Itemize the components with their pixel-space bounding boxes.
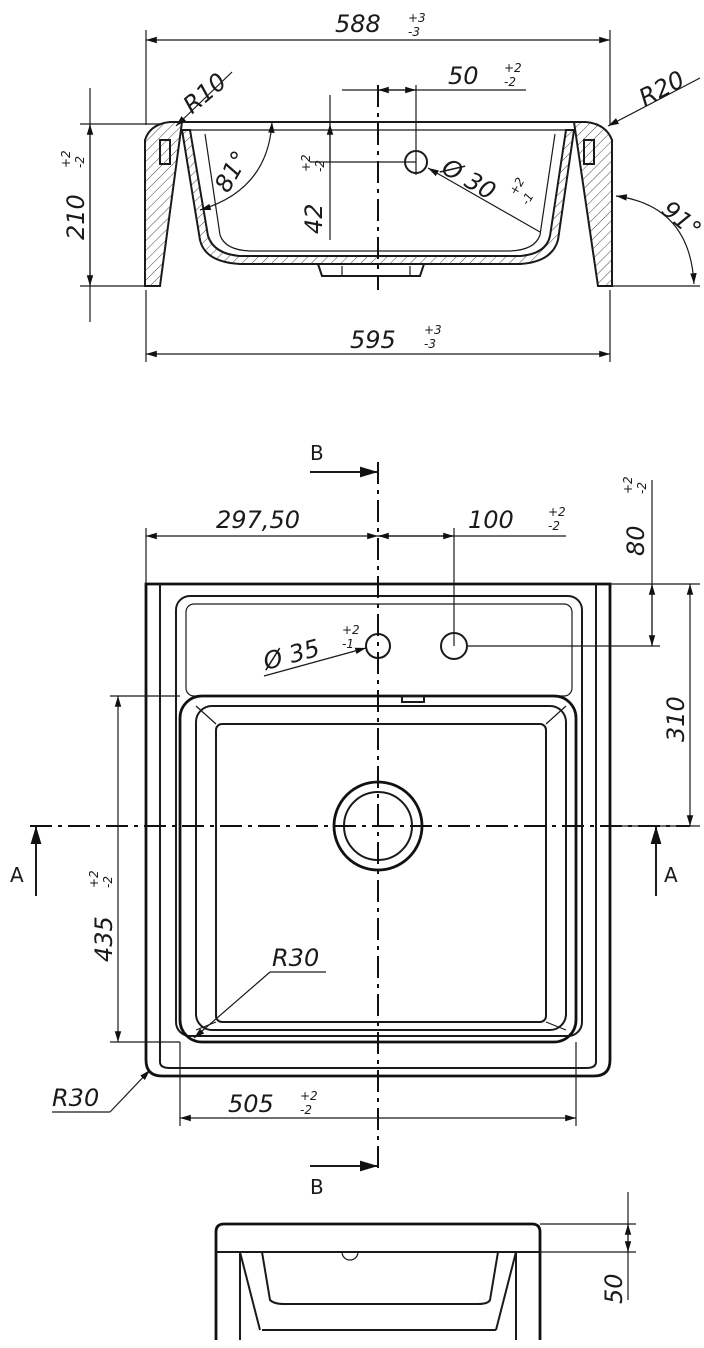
dim-588: 588 — [335, 10, 381, 38]
dim-210: 210 — [62, 194, 90, 240]
svg-text:+3: +3 — [424, 323, 442, 337]
dim-595: 595 — [350, 326, 396, 354]
dim-50-tap: 50 — [448, 62, 479, 90]
radius-r30-inner: R30 — [272, 944, 319, 972]
svg-text:-2: -2 — [300, 1103, 312, 1117]
dim-435: 435 — [90, 916, 118, 962]
svg-text:+2: +2 — [504, 61, 522, 75]
svg-text:+3: +3 — [408, 11, 426, 25]
svg-text:+2: +2 — [621, 476, 635, 494]
svg-text:-2: -2 — [101, 876, 115, 888]
svg-text:+2: +2 — [300, 1089, 318, 1103]
sink-outline — [144, 582, 612, 1078]
svg-text:+2: +2 — [59, 150, 73, 168]
svg-text:-2: -2 — [73, 156, 87, 168]
dim-100: 100 — [468, 506, 514, 534]
bowl-section — [180, 129, 576, 265]
left-wall-section — [144, 121, 184, 287]
section-a-right: A — [664, 863, 678, 887]
dim-dia-35: Ø 35 — [259, 634, 322, 676]
dim-42: 42 — [300, 203, 328, 234]
dim-310: 310 — [662, 696, 690, 742]
angle-91: 91° — [656, 195, 704, 244]
svg-text:-2: -2 — [504, 75, 516, 89]
svg-text:+2: +2 — [548, 505, 566, 519]
svg-text:-3: -3 — [424, 337, 436, 351]
section-a-left: A — [10, 863, 24, 887]
svg-text:-1: -1 — [342, 637, 354, 651]
dim-505: 505 — [228, 1090, 274, 1118]
front-outline — [214, 1222, 542, 1340]
svg-text:-2: -2 — [548, 519, 560, 533]
svg-text:-2: -2 — [313, 160, 327, 172]
section-b-bottom: B — [310, 1175, 324, 1199]
dim-297-50: 297,50 — [216, 506, 300, 534]
svg-text:+2: +2 — [87, 870, 101, 888]
radius-r30-outer: R30 — [52, 1084, 99, 1112]
plan-view: B B A A 297,50 100 +2 -2 80 +2 -2 310 Ø … — [10, 441, 700, 1199]
svg-text:+2: +2 — [299, 154, 313, 172]
dim-dia-30: Ø 30 — [436, 152, 500, 205]
angle-81: 81° — [209, 146, 255, 197]
svg-text:-2: -2 — [635, 482, 649, 494]
dim-50-rim: 50 — [600, 1273, 628, 1304]
svg-text:-3: -3 — [408, 25, 420, 39]
svg-text:+2: +2 — [342, 623, 360, 637]
section-b-top: B — [310, 441, 324, 465]
section-view: 588 +3 -3 R10 R20 50 +2 -2 210 +2 -2 81°… — [59, 10, 704, 362]
radius-r10: R10 — [178, 67, 232, 119]
radius-r20: R20 — [634, 65, 689, 112]
front-view: 50 — [214, 1192, 636, 1340]
dim-80: 80 — [622, 525, 650, 556]
